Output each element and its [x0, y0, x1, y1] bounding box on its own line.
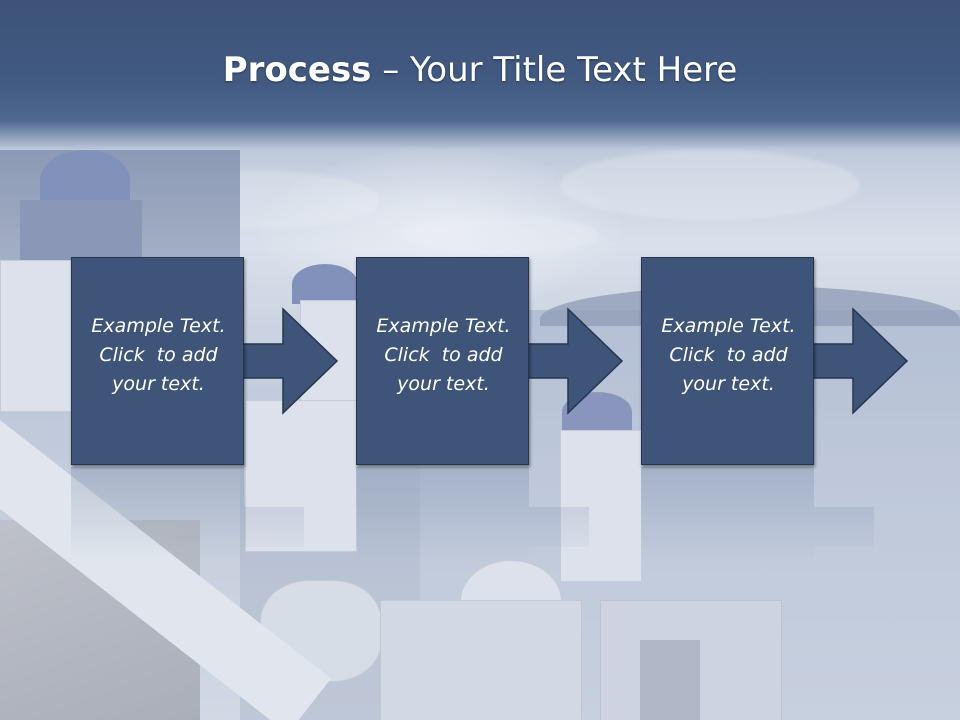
step-reflection — [356, 467, 606, 562]
step-box[interactable]: Example Text. Click to add your text. — [356, 257, 529, 465]
step-text[interactable]: Example Text. Click to add your text. — [72, 312, 245, 399]
building — [600, 600, 782, 720]
step-text-line: Example Text. — [91, 315, 226, 337]
bell-tower — [560, 430, 642, 582]
arrow-right-icon — [810, 307, 909, 415]
step-text[interactable]: Example Text. Click to add your text. — [642, 312, 815, 399]
title-bar — [0, 0, 960, 150]
step-text-line: your text. — [112, 373, 205, 395]
step-box[interactable]: Example Text. Click to add your text. — [71, 257, 244, 465]
step-reflection — [641, 467, 891, 562]
arrow-right-icon — [525, 307, 624, 415]
process-step-3[interactable]: Example Text. Click to add your text. — [641, 257, 909, 467]
step-box[interactable]: Example Text. Click to add your text. — [641, 257, 814, 465]
step-text-line: Click to add — [669, 344, 788, 366]
building — [380, 600, 582, 720]
dome — [292, 264, 358, 304]
shadow — [640, 640, 700, 720]
process-step-1[interactable]: Example Text. Click to add your text. — [71, 257, 339, 467]
step-text[interactable]: Example Text. Click to add your text. — [357, 312, 530, 399]
step-reflection — [71, 467, 321, 562]
cloud — [400, 215, 600, 255]
step-text-line: Example Text. — [376, 315, 511, 337]
step-text-line: Click to add — [384, 344, 503, 366]
cloud — [560, 150, 860, 220]
slide-title[interactable]: Process – Your Title Text Here — [0, 50, 960, 90]
step-text-line: Example Text. — [661, 315, 796, 337]
step-text-line: your text. — [397, 373, 490, 395]
step-text-line: Click to add — [99, 344, 218, 366]
process-step-2[interactable]: Example Text. Click to add your text. — [356, 257, 624, 467]
building — [20, 200, 142, 262]
slide-title-rest: – Your Title Text Here — [371, 50, 738, 90]
arrow-right-icon — [240, 307, 339, 415]
step-text-line: your text. — [682, 373, 775, 395]
building — [245, 400, 357, 552]
slide-title-bold: Process — [222, 50, 372, 90]
